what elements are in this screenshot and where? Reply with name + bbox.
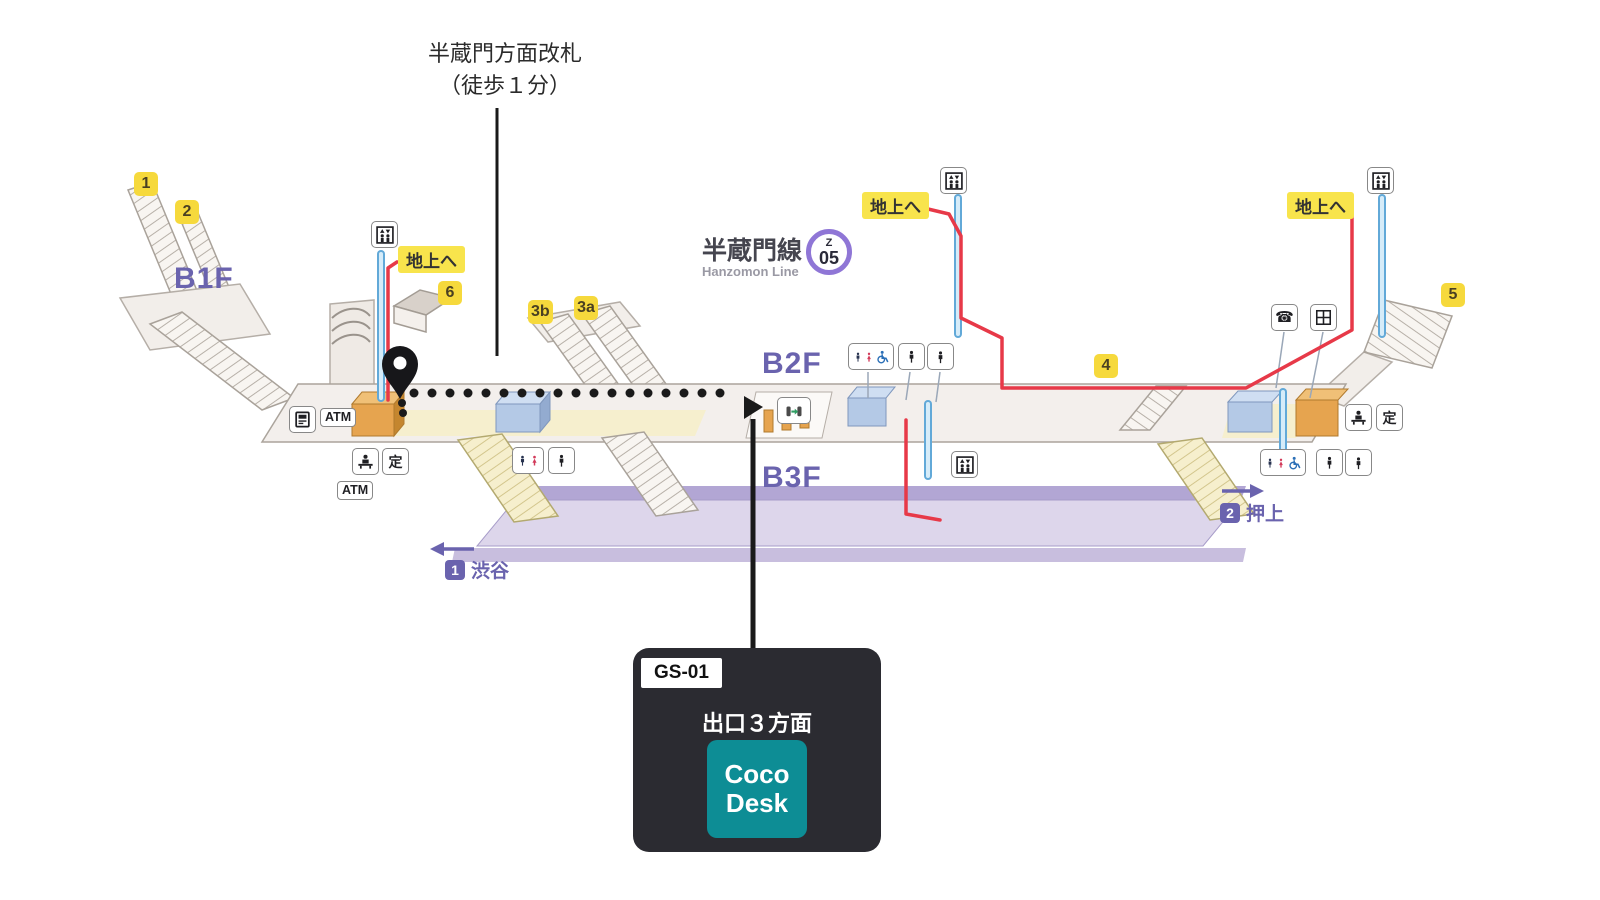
coco-desk-logo: Coco Desk xyxy=(707,740,807,838)
woman-icon xyxy=(529,451,540,470)
exit-badge-3a: 3a xyxy=(574,296,598,320)
exit-badge-1: 1 xyxy=(134,172,158,196)
line-number: 05 xyxy=(818,247,840,268)
b2f-b3f-escalators xyxy=(456,431,1256,523)
direction-shibuya-label: 渋谷 xyxy=(471,561,510,582)
baby-icon xyxy=(898,343,925,370)
baby-icon xyxy=(548,447,575,474)
callout-box: GS-01 出口３方面 Coco Desk xyxy=(633,648,881,852)
atm-label-2: ATM xyxy=(337,481,374,500)
woman-icon xyxy=(1276,454,1286,472)
ticket-machine-icon xyxy=(289,406,316,433)
direction-shibuya: 1 渋谷 xyxy=(445,556,509,583)
baby-icon xyxy=(1316,449,1343,476)
station-office-icon xyxy=(352,448,379,475)
ground-label-right: 地上へ xyxy=(1287,192,1354,219)
floor-label-b1f: B1F xyxy=(174,262,234,295)
exit-badge-6: 6 xyxy=(438,281,462,305)
commuter-pass-office-icon: 定 xyxy=(1376,404,1403,431)
accessible-toilet-icon xyxy=(848,343,894,370)
floor-label-b3f: B3F xyxy=(762,461,822,494)
man-icon xyxy=(853,348,863,366)
coco-desk-line2: Desk xyxy=(725,788,789,818)
line-symbol-z05: Z 05 xyxy=(806,229,852,275)
exit-badge-3b: 3b xyxy=(528,300,553,324)
man-icon xyxy=(517,451,528,470)
station-office-icon xyxy=(1345,404,1372,431)
direction-arrows xyxy=(430,484,1264,556)
accessible-toilet-icon xyxy=(1260,449,1306,476)
exit-badge-5: 5 xyxy=(1441,283,1465,307)
woman-icon xyxy=(864,348,874,366)
annotation-line1: 半蔵門方面改札 xyxy=(427,41,582,66)
line-name-en: Hanzomon Line xyxy=(702,264,799,280)
line-letter: Z xyxy=(825,237,833,250)
line-badge: 半蔵門線 Hanzomon Line xyxy=(702,237,803,280)
atm-label-1: ATM xyxy=(320,408,357,427)
direction-oshiage-label: 押上 xyxy=(1246,504,1285,525)
b1f-landing xyxy=(118,283,272,351)
callout-code: GS-01 xyxy=(641,658,722,688)
wheelchair-icon xyxy=(875,349,890,365)
path-arrowhead xyxy=(744,396,763,419)
direction-oshiage-number: 2 xyxy=(1220,502,1240,523)
walking-path xyxy=(398,388,763,419)
direction-oshiage: 2 押上 xyxy=(1220,499,1284,526)
phone-icon: ☎ xyxy=(1271,304,1298,331)
exit4-stairs xyxy=(1118,385,1188,431)
floor-label-b2f: B2F xyxy=(762,347,822,380)
line-name-ja: 半蔵門線 xyxy=(702,237,803,265)
person-facility-icon xyxy=(1345,449,1372,476)
exit-badge-4: 4 xyxy=(1094,354,1118,378)
elevator-icon xyxy=(951,451,978,478)
commuter-pass-office-icon: 定 xyxy=(382,448,409,475)
ground-label-left: 地上へ xyxy=(398,246,465,273)
ticket-gate-icon xyxy=(777,397,811,424)
elevator-icon xyxy=(940,167,967,194)
elevator-icon xyxy=(371,221,398,248)
exit-badge-2: 2 xyxy=(175,200,199,224)
callout-title: 出口３方面 xyxy=(701,711,812,736)
ground-label-center: 地上へ xyxy=(862,192,929,219)
icon-pointers xyxy=(867,331,1324,403)
annotation-line2: （徒歩１分） xyxy=(438,73,571,98)
wheelchair-icon xyxy=(1287,455,1302,471)
person-facility-icon xyxy=(927,343,954,370)
coin-locker-icon xyxy=(1310,304,1337,331)
direction-shibuya-number: 1 xyxy=(445,559,465,580)
coco-desk-line1: Coco xyxy=(724,758,790,789)
elevator-icon xyxy=(1367,167,1394,194)
b1f-structures xyxy=(118,181,296,411)
b3f-platform xyxy=(452,486,1246,562)
man-icon xyxy=(1265,454,1275,472)
toilet-icon xyxy=(512,447,544,474)
map-pin-icon xyxy=(382,346,418,399)
